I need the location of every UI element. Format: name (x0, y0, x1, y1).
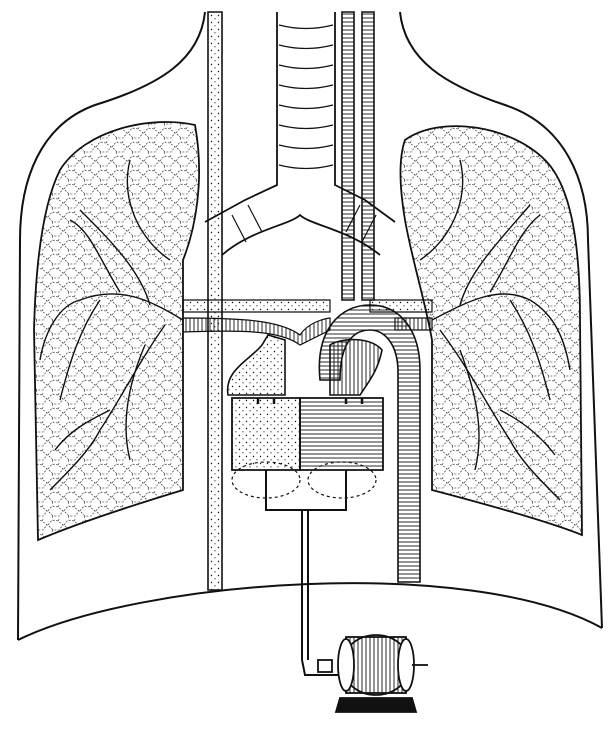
electric-motor (318, 635, 428, 712)
vena-cava (208, 12, 222, 590)
heart-ventricles (232, 398, 383, 470)
left-lung (34, 122, 199, 540)
great-arteries (342, 12, 374, 300)
drive-linkage (266, 470, 346, 675)
atria (228, 335, 382, 395)
